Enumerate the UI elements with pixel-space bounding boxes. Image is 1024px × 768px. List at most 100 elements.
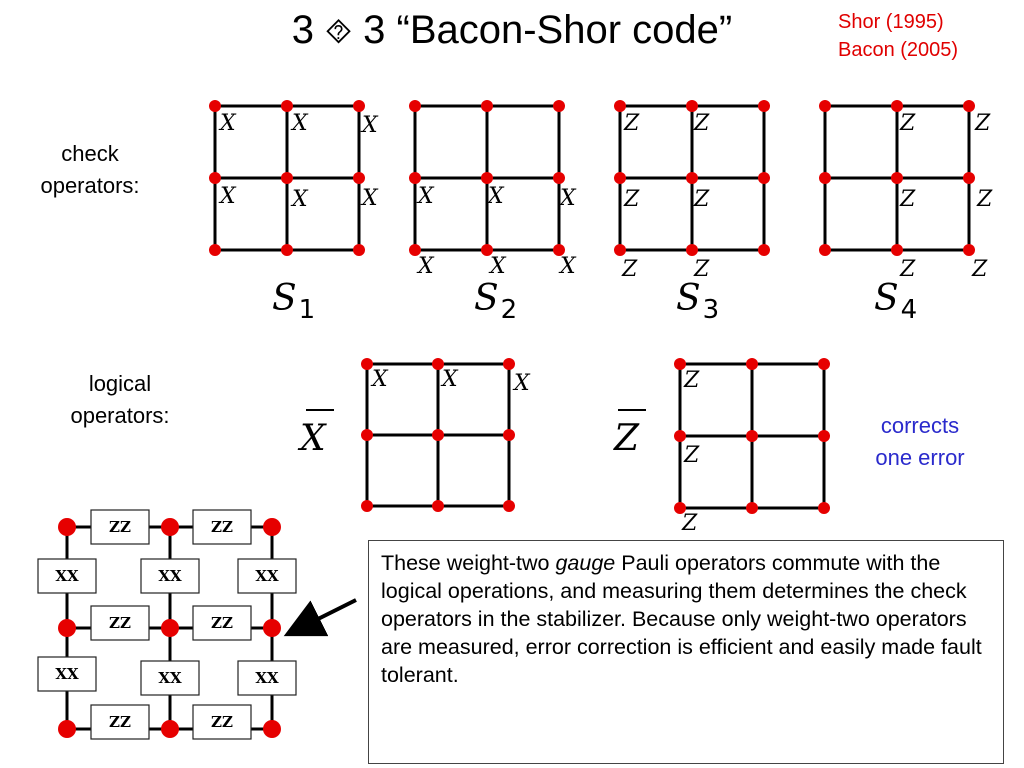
stabilizer-s1-x-label: X bbox=[218, 111, 237, 136]
stabilizer-s3-grid-qubit bbox=[614, 172, 626, 184]
slide-title: 3 ⯑ 3 “Bacon-Shor code” bbox=[0, 8, 1024, 53]
stabilizer-index: 4 bbox=[901, 295, 918, 325]
gauge-zz-box bbox=[90, 509, 150, 545]
explanation-box: These weight-two gauge Pauli operators c… bbox=[368, 540, 1004, 764]
stabilizer-s4-z-label: Z bbox=[899, 111, 916, 136]
stabilizer-s1-grid-qubit bbox=[353, 100, 365, 112]
gauge-zz-label: ZZ bbox=[109, 518, 131, 536]
stabilizer-s2-x-label: X bbox=[416, 184, 435, 209]
logical-x-op-label: X bbox=[512, 371, 531, 396]
logical-label-line-2: operators: bbox=[70, 403, 170, 428]
stabilizer-s2-x-label: X bbox=[416, 254, 435, 279]
logical-z-op-label: Z bbox=[683, 443, 700, 468]
logical-x-grid-qubit bbox=[432, 429, 444, 441]
gauge-xx-label: XX bbox=[158, 567, 182, 585]
stabilizer-s4-z-label: Z bbox=[899, 187, 916, 212]
logical-operators-label: logical operators: bbox=[50, 368, 190, 432]
stabilizer-s1-grid-qubit bbox=[353, 244, 365, 256]
gauge-xx-label: XX bbox=[158, 669, 182, 687]
stabilizer-letter: S bbox=[474, 278, 499, 319]
logical-z-op-label: Z bbox=[683, 368, 700, 393]
stabilizer-s1-x-label: X bbox=[218, 184, 237, 209]
stabilizer-s1-grid-qubit bbox=[281, 244, 293, 256]
corrects-line-1: corrects bbox=[880, 413, 960, 438]
citation-shor: Shor (1995) bbox=[838, 11, 944, 33]
stabilizer-letter: S bbox=[676, 278, 701, 319]
gauge-xx-label: XX bbox=[55, 665, 79, 683]
logical-x-grid-qubit bbox=[361, 429, 373, 441]
gauge-qubit bbox=[161, 518, 179, 536]
stabilizer-s4-grid-qubit bbox=[891, 244, 903, 256]
gauge-xx-box bbox=[237, 558, 297, 594]
logical-x-grid-qubit bbox=[503, 500, 515, 512]
stabilizer-s4-grid-qubit bbox=[963, 100, 975, 112]
gauge-zz-box bbox=[90, 605, 150, 641]
stabilizer-s4-grid-qubit bbox=[819, 100, 831, 112]
corrects-note: corrects one error bbox=[850, 410, 990, 474]
logical-x-grid-qubit bbox=[361, 358, 373, 370]
gauge-zz-label: ZZ bbox=[211, 518, 233, 536]
stabilizer-s4-grid-qubit bbox=[819, 244, 831, 256]
logical-z-grid-qubit bbox=[818, 502, 830, 514]
gauge-xx-box bbox=[140, 558, 200, 594]
stabilizer-s1-x-label: X bbox=[360, 113, 379, 138]
gauge-xx-box bbox=[237, 660, 297, 696]
stabilizer-s2-grid-qubit bbox=[481, 100, 493, 112]
stabilizer-letter: S bbox=[272, 278, 297, 319]
stabilizer-s3-z-label: Z bbox=[623, 187, 640, 212]
stabilizer-s3-z-label: Z bbox=[693, 187, 710, 212]
gauge-qubit bbox=[263, 518, 281, 536]
stabilizer-index: 3 bbox=[703, 295, 720, 325]
stabilizer-s4-z-label: Z bbox=[974, 111, 991, 136]
stabilizer-s3-z-label: Z bbox=[693, 111, 710, 136]
check-label-line-1: check bbox=[61, 141, 119, 166]
logical-x-grid-qubit bbox=[432, 358, 444, 370]
stabilizer-s4-grid-qubit bbox=[819, 172, 831, 184]
gauge-zz-label: ZZ bbox=[109, 713, 131, 731]
stabilizer-index: 1 bbox=[299, 295, 316, 325]
explanation-emphasis: gauge bbox=[555, 551, 616, 575]
stabilizer-index: 2 bbox=[501, 295, 518, 325]
stabilizer-s3-grid-qubit bbox=[686, 244, 698, 256]
stabilizer-s1-grid-qubit bbox=[209, 244, 221, 256]
stabilizer-s3-grid-qubit bbox=[614, 100, 626, 112]
stabilizer-s4-grid-qubit bbox=[963, 244, 975, 256]
stabilizer-s1-x-label: X bbox=[360, 186, 379, 211]
gauge-qubit bbox=[161, 619, 179, 637]
explanation-part-1: These weight-two bbox=[381, 551, 556, 575]
logical-z-grid-qubit bbox=[674, 502, 686, 514]
stabilizer-s1-grid-qubit bbox=[353, 172, 365, 184]
stabilizer-s3-z-label: Z bbox=[621, 257, 638, 282]
stabilizer-s2-grid-qubit bbox=[481, 172, 493, 184]
stabilizer-s1-grid-qubit bbox=[209, 172, 221, 184]
logical-z-grid-qubit bbox=[746, 430, 758, 442]
explanation-part-2: Pauli operators commute with the logical… bbox=[381, 551, 982, 687]
logical-x-op-label: X bbox=[370, 367, 389, 392]
check-label-line-2: operators: bbox=[40, 173, 140, 198]
logical-x-grid-qubit bbox=[432, 500, 444, 512]
gauge-zz-box bbox=[192, 509, 252, 545]
logical-z-grid-qubit bbox=[818, 358, 830, 370]
citation-bacon: Bacon (2005) bbox=[838, 39, 959, 61]
logical-z-grid-qubit bbox=[746, 358, 758, 370]
gauge-qubit bbox=[161, 720, 179, 738]
gauge-qubit bbox=[58, 518, 76, 536]
gauge-qubit bbox=[58, 619, 76, 637]
logical-z-op-label: Z bbox=[681, 511, 698, 536]
stabilizer-s2-grid-qubit bbox=[409, 100, 421, 112]
title-left: 3 bbox=[291, 8, 315, 52]
stabilizer-label-s2: S2 bbox=[474, 278, 517, 325]
title-glyph-icon: ⯑ bbox=[325, 12, 353, 52]
stabilizer-s2-grid-qubit bbox=[481, 244, 493, 256]
logical-x-grid-qubit bbox=[503, 358, 515, 370]
pointer-arrow bbox=[283, 598, 357, 637]
gauge-xx-label: XX bbox=[255, 567, 279, 585]
stabilizer-s1-x-label: X bbox=[290, 187, 309, 212]
gauge-zz-label: ZZ bbox=[211, 713, 233, 731]
logical-z-label: Z bbox=[613, 418, 640, 459]
